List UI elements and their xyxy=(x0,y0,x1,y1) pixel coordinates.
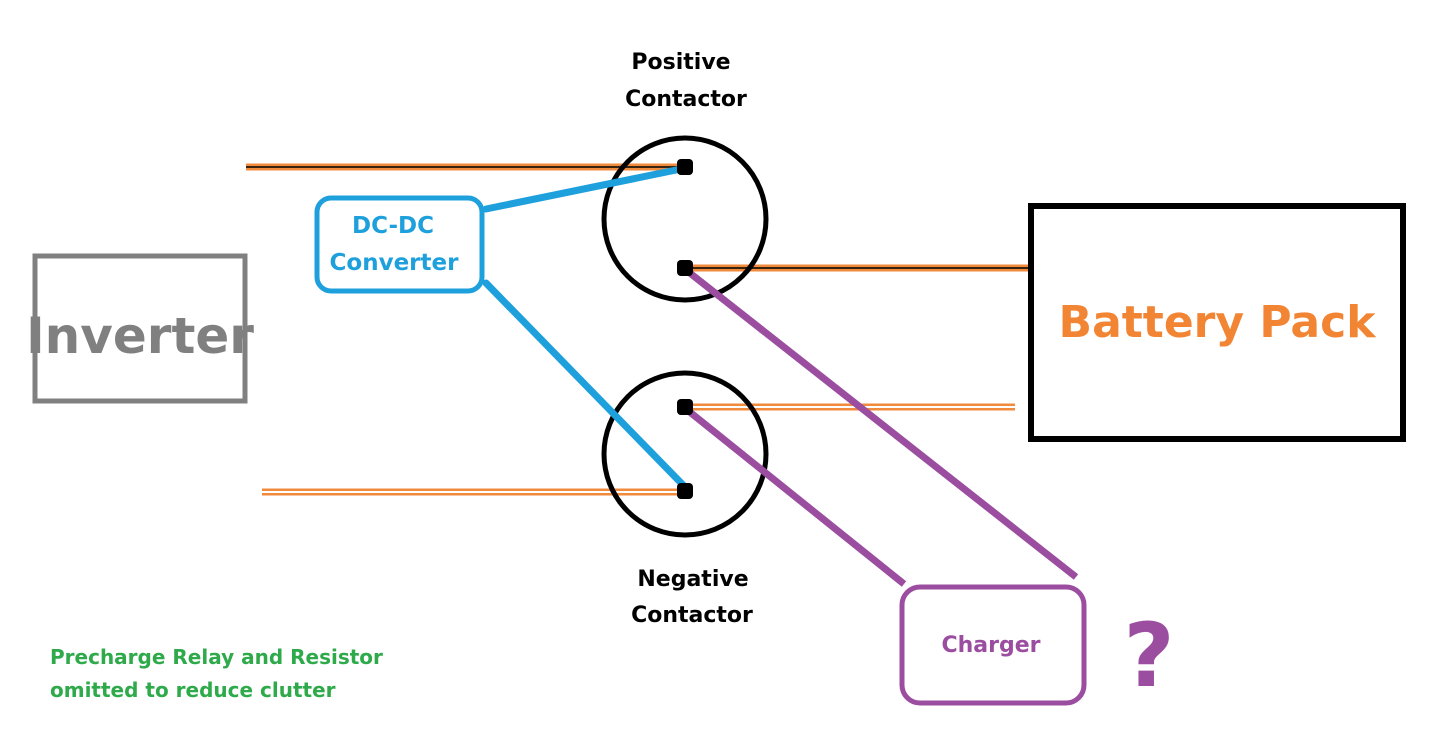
positive-contactor-label-line2: Contactor xyxy=(625,87,747,112)
dcdc-wire-negative xyxy=(482,279,690,492)
battery-pack-box xyxy=(1028,203,1406,442)
positive-contactor xyxy=(601,135,769,303)
charger-box xyxy=(899,584,1087,706)
negative-contactor-label-line2: Contactor xyxy=(631,603,753,628)
note-line1: Precharge Relay and Resistor xyxy=(50,645,383,669)
note-line2: omitted to reduce clutter xyxy=(50,678,336,702)
inverter-box xyxy=(32,253,248,404)
charger-wire-negative xyxy=(683,406,907,587)
inverter-label: Inverter xyxy=(26,307,254,365)
negative-contactor-label-line1: Negative xyxy=(637,567,748,592)
dcdc-label-line2: Converter xyxy=(330,250,460,276)
positive-contactor-label-line1: Positive xyxy=(631,50,730,75)
positive-contactor-output-terminal xyxy=(677,260,693,276)
dcdc-wire-positive xyxy=(482,164,690,213)
positive-contactor-input-terminal xyxy=(677,159,693,175)
negative-contactor-input-terminal xyxy=(677,483,693,499)
charger-wire-positive xyxy=(683,267,1079,580)
battery-pack-label: Battery Pack xyxy=(1059,297,1378,348)
dcdc-converter-box xyxy=(314,195,485,294)
charger-label: Charger xyxy=(941,633,1040,658)
dcdc-label-line1: DC-DC xyxy=(352,213,434,239)
negative-contactor-output-terminal xyxy=(677,399,693,415)
question-mark: ? xyxy=(1123,604,1174,707)
negative-contactor xyxy=(601,370,769,538)
